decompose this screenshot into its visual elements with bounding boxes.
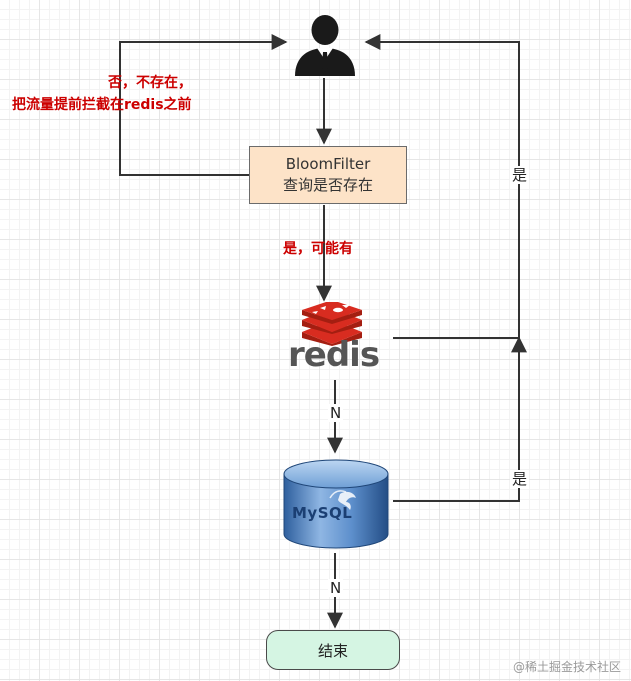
- mysql-logo-text: MySQL: [292, 504, 353, 522]
- label-n-redis-miss: N: [328, 404, 344, 422]
- label-maybe-exists: 是，可能有: [283, 241, 353, 257]
- end-box: 结束: [266, 630, 400, 670]
- arrow-bloom-no-to-user: [119, 34, 288, 176]
- mysql-database-icon: MySQL: [280, 458, 392, 550]
- bloomfilter-box: BloomFilter 查询是否存在: [249, 146, 407, 204]
- watermark-text: @稀土掘金技术社区: [512, 660, 621, 674]
- arrow-mysql-yes-up: [393, 336, 527, 502]
- bloomfilter-subtitle: 查询是否存在: [282, 176, 373, 194]
- arrow-redis-yes-to-user: [364, 34, 520, 339]
- redis-logo-icon: [298, 300, 366, 346]
- label-n-mysql-miss: N: [328, 579, 344, 597]
- note-not-exist: 否，不存在，: [68, 72, 232, 94]
- note-not-exist-line2: 把流量提前拦截在redis之前: [12, 97, 192, 113]
- label-yes-mysql-hit: 是: [510, 470, 530, 488]
- note-intercept: 把流量提前拦截在redis之前: [12, 94, 192, 116]
- redis-logo-text: redis: [288, 335, 380, 375]
- bloomfilter-title: BloomFilter: [285, 155, 371, 173]
- note-not-exist-line1: 否，不存在，: [108, 75, 192, 91]
- user-avatar-icon: [289, 8, 361, 78]
- label-yes-redis-hit: 是: [510, 166, 530, 184]
- end-label: 结束: [317, 641, 348, 660]
